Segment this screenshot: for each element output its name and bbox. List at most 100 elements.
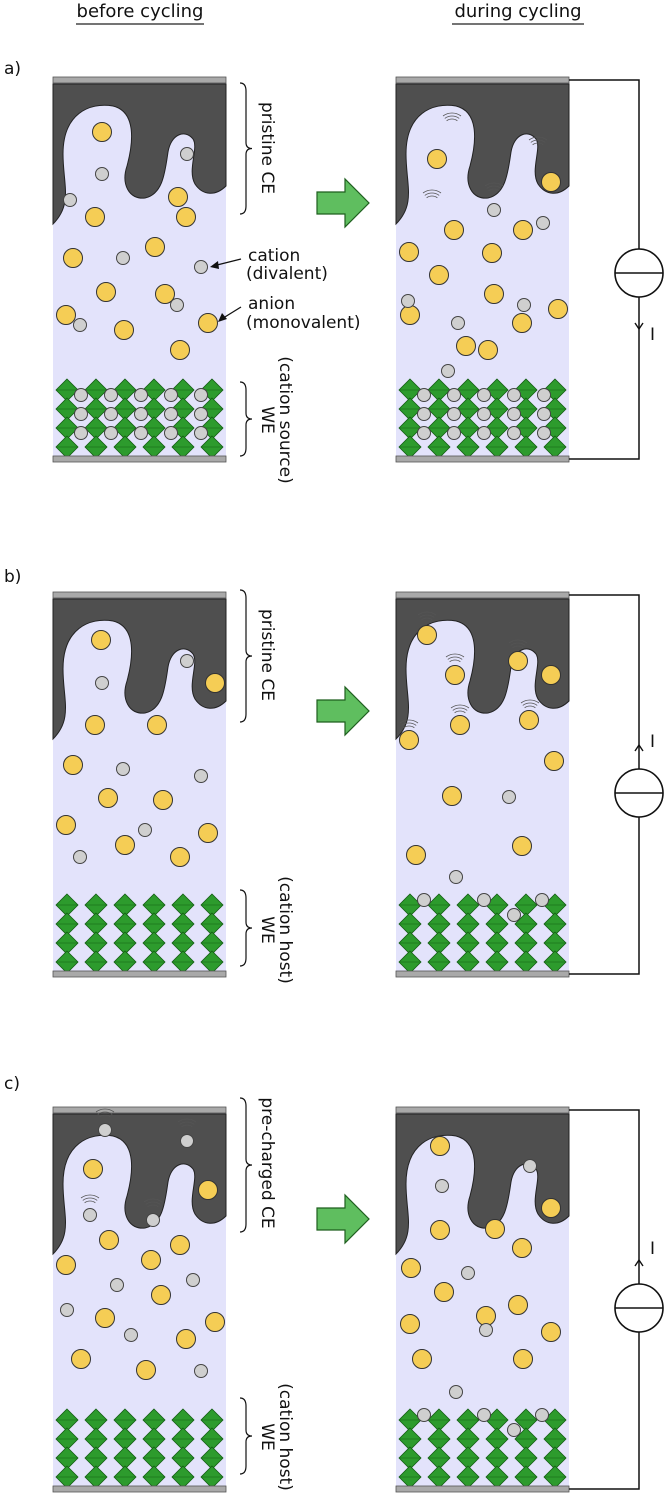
solvation-arc — [419, 614, 435, 618]
solvation-arc — [177, 1118, 197, 1123]
cation — [73, 850, 87, 864]
cation — [417, 1408, 431, 1422]
intercalated-cation — [194, 388, 208, 402]
anion — [476, 1306, 496, 1326]
anion — [170, 847, 190, 867]
solvation-arc — [403, 725, 415, 729]
ce-label-c: pre-charged CE — [257, 1097, 277, 1228]
cation — [194, 260, 208, 274]
cation — [186, 1273, 200, 1287]
cation — [83, 1208, 97, 1222]
intercalated-cation — [134, 407, 148, 421]
transition-arrow-c — [316, 1193, 370, 1245]
anion — [153, 790, 173, 810]
cation — [194, 1364, 208, 1378]
anion — [205, 1312, 225, 1332]
cation — [146, 1213, 160, 1227]
cation — [60, 1303, 74, 1317]
anion — [115, 835, 135, 855]
solvation-arc — [528, 136, 548, 141]
anion — [56, 1255, 76, 1275]
ce-label-a: pristine CE — [257, 102, 277, 194]
current-collector-top — [395, 591, 570, 599]
intercalated-cation — [417, 426, 431, 440]
cation — [116, 251, 130, 265]
solvation-arc — [512, 645, 524, 649]
current-collector-bottom — [395, 970, 570, 978]
solvation-arc — [424, 192, 440, 196]
anion — [512, 836, 532, 856]
anion — [141, 1250, 161, 1270]
intercalated-cation — [537, 388, 551, 402]
cation — [477, 893, 491, 907]
solvation-arc — [147, 1204, 159, 1208]
anion — [168, 187, 188, 207]
external-circuit-c — [569, 1109, 664, 1490]
cation — [95, 676, 109, 690]
anion — [145, 237, 165, 257]
cell-a-before — [52, 76, 227, 463]
we-label-b-2: (cation host) — [275, 876, 295, 984]
solvation-arc — [181, 1124, 193, 1128]
solvation-arc — [484, 182, 504, 187]
anion — [456, 336, 476, 356]
cation — [502, 790, 516, 804]
anion — [399, 730, 419, 750]
cation — [507, 1423, 521, 1437]
solvation-arc — [80, 1194, 100, 1199]
intercalated-cation — [447, 407, 461, 421]
anion — [541, 665, 561, 685]
cation-pointer-head — [210, 261, 219, 269]
solvation-arc — [442, 112, 462, 117]
anion — [484, 284, 504, 304]
we-label-a-2: (cation source) — [275, 356, 295, 483]
anion — [63, 248, 83, 268]
header-before: before cycling — [77, 1, 204, 22]
intercalated-cation — [134, 426, 148, 440]
solvation-arc — [95, 1108, 115, 1113]
cell-a-during — [395, 76, 570, 463]
anion-valence-label: (monovalent) — [246, 313, 361, 333]
current-arrow — [634, 743, 644, 752]
solvation-arc — [510, 642, 526, 646]
anion — [508, 1295, 528, 1315]
we-label-c-2: (cation host) — [275, 1383, 295, 1491]
transition-arrow-b — [316, 685, 370, 737]
anion — [541, 1198, 561, 1218]
cation — [461, 1266, 475, 1280]
cation — [170, 298, 184, 312]
row-label-c: c) — [4, 1074, 20, 1094]
intercalated-cation — [537, 407, 551, 421]
solvation-arc — [446, 118, 458, 122]
transition-arrow-a — [316, 177, 370, 229]
cation — [477, 1408, 491, 1422]
wire-top — [569, 594, 640, 769]
solvation-arc — [445, 653, 465, 658]
ce-bracket-a — [239, 82, 253, 215]
anion — [434, 1282, 454, 1302]
cation — [124, 1328, 138, 1342]
current-collector-top — [395, 76, 570, 84]
anion — [400, 1314, 420, 1334]
cell-c-before — [52, 1106, 227, 1493]
anion — [176, 1329, 196, 1349]
intercalated-cation — [164, 388, 178, 402]
intercalated-cation — [194, 426, 208, 440]
cation — [449, 1385, 463, 1399]
current-collector-top — [52, 76, 227, 84]
cation — [517, 298, 531, 312]
cation — [487, 203, 501, 217]
counter-electrode — [52, 1113, 227, 1256]
cation — [535, 893, 549, 907]
anion — [485, 1219, 505, 1239]
counter-electrode — [52, 83, 227, 226]
solvation-arc — [532, 142, 544, 146]
cation — [98, 1123, 112, 1137]
solvation-arc — [454, 710, 466, 714]
anion — [91, 630, 111, 650]
current-collector-top — [52, 1106, 227, 1114]
cation — [441, 364, 455, 378]
cation — [138, 823, 152, 837]
anion — [85, 207, 105, 227]
intercalated-cation — [447, 426, 461, 440]
